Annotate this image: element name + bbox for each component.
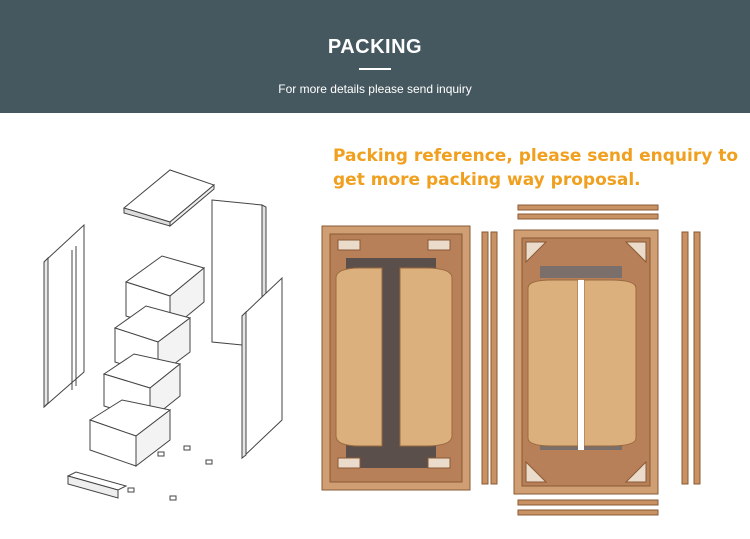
header-banner: PACKING For more details please send inq… — [0, 0, 750, 113]
page-subtitle: For more details please send inquiry — [278, 82, 472, 96]
hardware-part — [183, 445, 191, 451]
hardware-part — [169, 495, 177, 501]
reference-line-1: Packing reference, please send enquiry t… — [333, 146, 739, 166]
hardware-part — [157, 451, 165, 457]
page-title: PACKING — [327, 36, 423, 58]
packing-reference-text: Packing reference, please send enquiry t… — [333, 144, 739, 192]
drawer-4 — [88, 399, 172, 468]
side-panel-left — [43, 223, 85, 409]
packing-illustrations — [43, 169, 701, 516]
reference-line-2: get more packing way proposal. — [333, 170, 641, 190]
packing-view-2 — [513, 204, 701, 516]
exploded-cabinet-drawing — [43, 169, 283, 501]
packing-view-1 — [321, 225, 498, 491]
title-underline — [359, 68, 391, 70]
hardware-part — [205, 459, 213, 465]
hardware-part — [127, 487, 135, 493]
